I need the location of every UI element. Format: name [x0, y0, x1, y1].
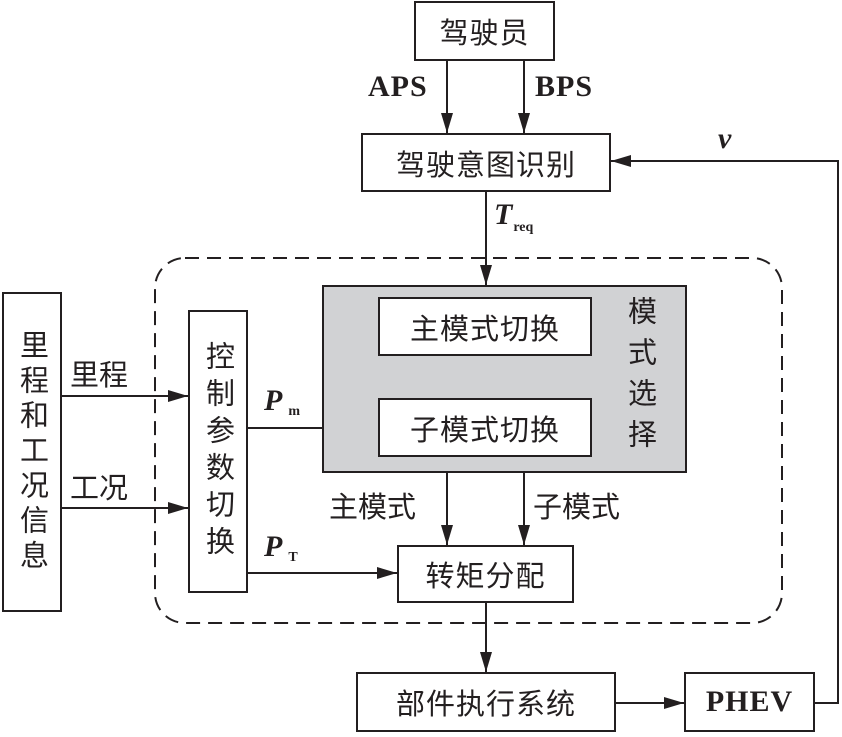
param-switch-label: 控制参数切换: [201, 340, 236, 563]
treq-main: T: [494, 198, 513, 231]
driver-label: 驾驶员: [439, 16, 530, 50]
sub-mode-switch-box: 子模式切换: [378, 398, 592, 457]
pm-subscript: m: [288, 404, 300, 419]
main-mode-switch-label: 主模式切换: [409, 311, 560, 346]
torque-distribution-box: 转矩分配: [397, 545, 574, 603]
bps-label: BPS: [535, 70, 594, 103]
main-mode-label: 主模式: [329, 490, 417, 524]
intent-recognition-label: 驾驶意图识别: [395, 147, 576, 182]
mode-select-label-wrap: 模式选择: [615, 296, 665, 466]
pt-subscript: T: [288, 550, 298, 565]
param-switch-box: 控制参数切换: [188, 310, 248, 593]
phev-label: PHEV: [705, 685, 794, 718]
treq-label: Treq: [494, 198, 534, 235]
mileage-info-box: 里程和工况信息: [2, 292, 62, 612]
sub-mode-switch-label: 子模式切换: [409, 412, 560, 447]
intent-recognition-box: 驾驶意图识别: [361, 133, 611, 192]
mileage-label: 里程: [70, 358, 129, 392]
pm-main: P: [264, 384, 283, 417]
driver-box: 驾驶员: [414, 1, 555, 61]
actuators-label: 部件执行系统: [395, 687, 576, 721]
phev-box: PHEV: [684, 672, 815, 732]
torque-distribution-label: 转矩分配: [425, 559, 546, 593]
pt-main: P: [264, 530, 283, 563]
condition-label: 工况: [70, 471, 129, 505]
mileage-info-label: 里程和工况信息: [15, 329, 50, 575]
v-label: v: [718, 122, 732, 155]
sub-mode-label: 子模式: [533, 490, 621, 524]
aps-label: APS: [368, 70, 428, 103]
main-mode-switch-box: 主模式切换: [378, 297, 592, 356]
treq-subscript: req: [513, 220, 534, 235]
mode-select-label: 模式选择: [623, 296, 658, 460]
v-feedback-arrow: [611, 155, 839, 704]
actuators-box: 部件执行系统: [356, 672, 616, 732]
